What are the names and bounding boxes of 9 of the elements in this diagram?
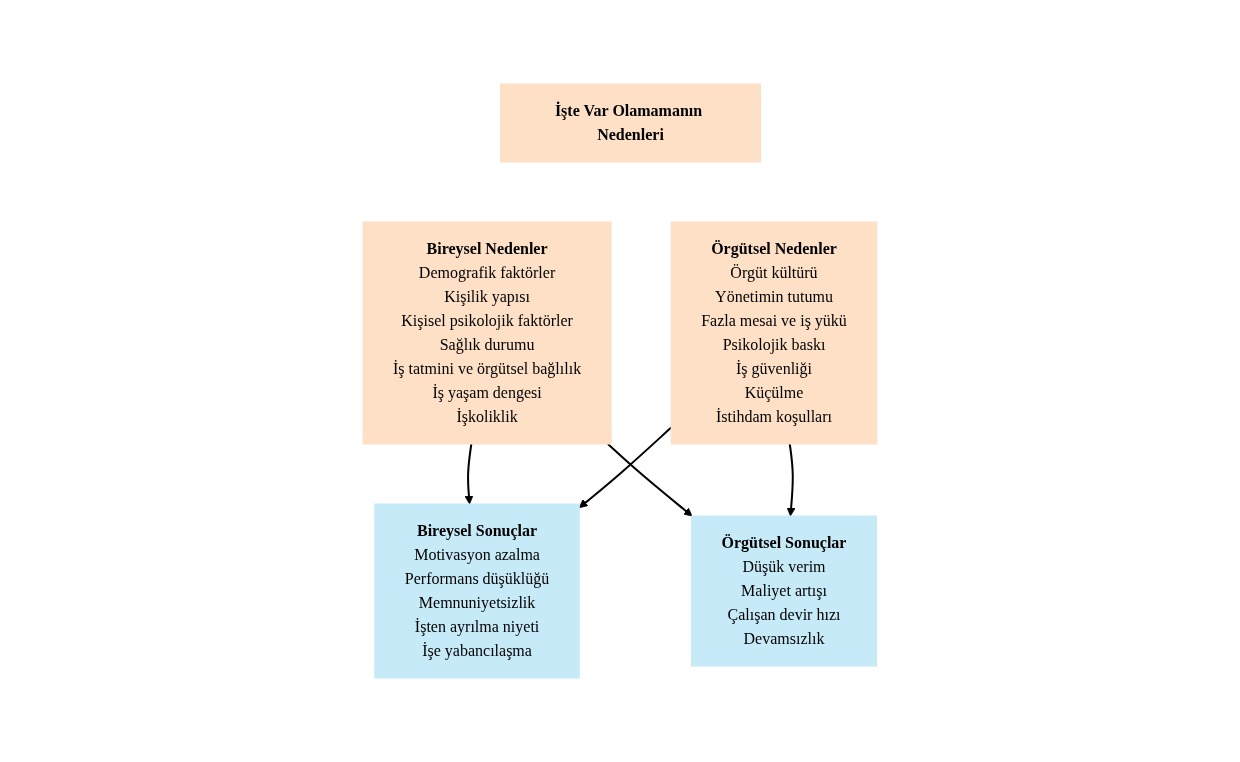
node-box: Bireysel Sonuçlar Motivasyon azalma Performans düşüklüğü Memnuniyetsizlik İşten ayrılma niyeti İşe yabancılaşma — [374, 503, 580, 679]
arrow — [606, 443, 693, 517]
node-box: İşte Var Olamamanın Nedenleri — [500, 83, 762, 163]
node-box: Örgütsel Nedenler Örgüt kültürü Yönetimin tutumu Fazla mesai ve iş yükü Psikolojik baskı İş güvenliği Küçülme İstihdam koşulları — [670, 221, 878, 445]
arrow — [464, 443, 474, 505]
arrow — [578, 426, 673, 509]
node-box: Bireysel Nedenler Demografik faktörler Kişilik yapısı Kişisel psikolojik faktörler Sağlık durumu İş tatmini ve örgütsel bağlılık İş yaşam dengesi İşkoliklik — [362, 221, 612, 445]
arrow — [786, 443, 796, 517]
node-box: Örgütsel Sonuçlar Düşük verim Maliyet artışı Çalışan devir hızı Devamsızlık — [691, 515, 877, 667]
